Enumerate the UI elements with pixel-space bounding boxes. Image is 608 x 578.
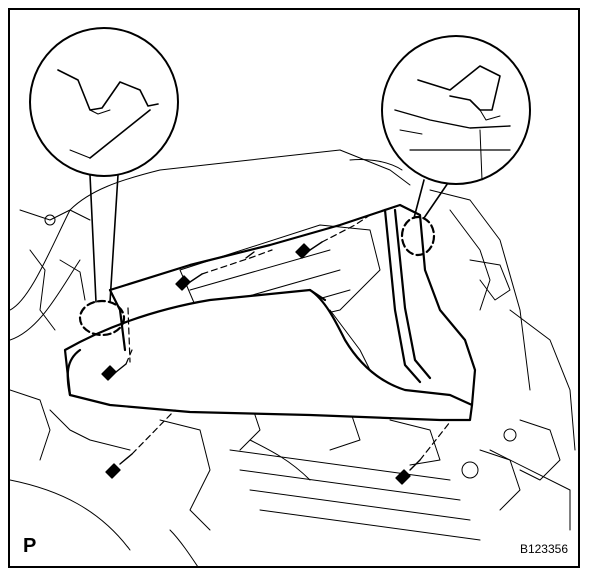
claw-markers	[78, 215, 436, 337]
callout-leaders	[89, 174, 451, 303]
screw	[175, 273, 203, 291]
claw-marker-left	[78, 299, 126, 337]
screw	[245, 251, 255, 259]
technical-illustration	[10, 27, 576, 566]
screw-paths	[125, 214, 451, 461]
screw	[295, 241, 323, 259]
detail-callout-left	[29, 27, 179, 177]
lower-panel	[63, 203, 477, 422]
detail-callout-right	[381, 35, 531, 185]
view-letter: P	[23, 535, 37, 557]
screw	[101, 363, 127, 381]
claw-marker-right	[400, 215, 436, 257]
illustration-frame: P B123356	[8, 8, 580, 568]
screw-group	[101, 241, 421, 485]
screw	[105, 453, 133, 479]
screw	[395, 459, 421, 485]
figure-id: B123356	[519, 542, 568, 556]
